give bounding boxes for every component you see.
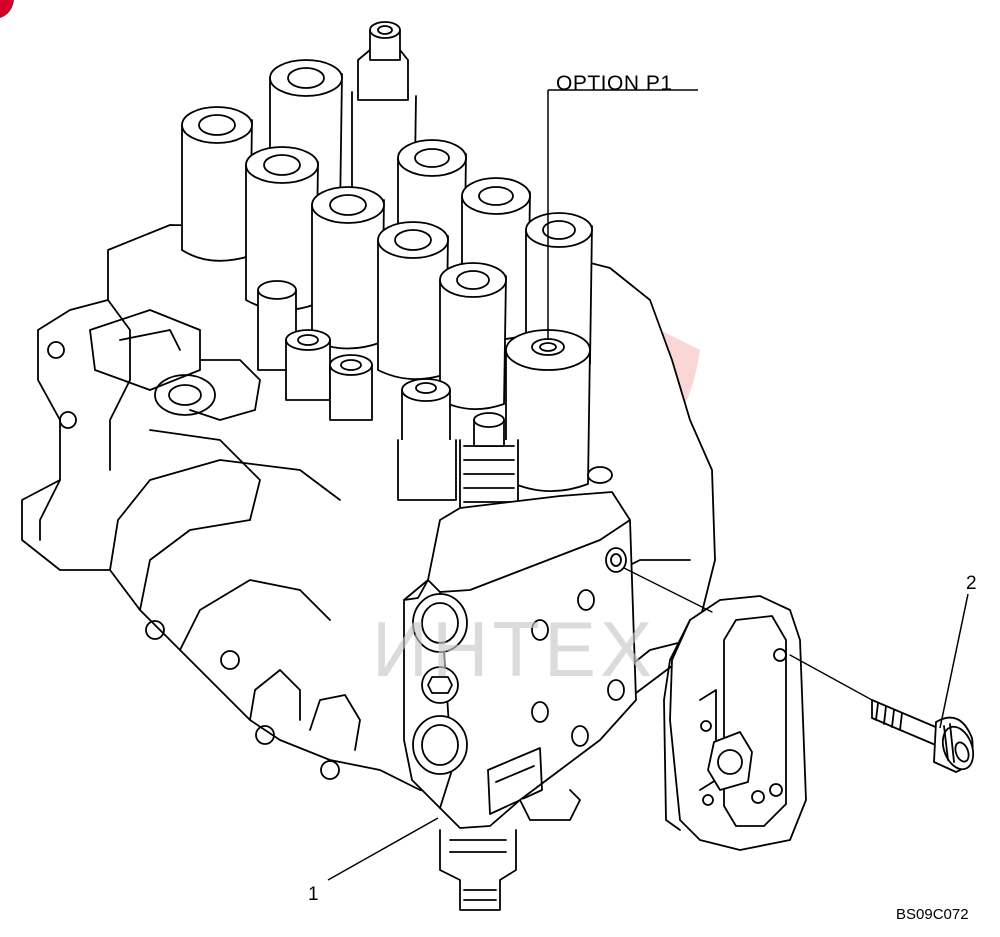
option-p1-label: OPTION P1 — [556, 72, 673, 95]
watermark-text: ИНТЕХ — [372, 605, 657, 693]
figure-code: BS09C072 — [896, 906, 969, 923]
callout-1-number: 1 — [308, 884, 319, 905]
callout-2-number: 2 — [966, 573, 977, 594]
corner-mark — [0, 0, 14, 18]
leader-lines — [327, 89, 969, 881]
option-section-part-1 — [403, 466, 637, 911]
callout-1-leader — [327, 817, 439, 881]
callout-2-leader — [939, 593, 969, 729]
assembly-lines — [623, 567, 873, 701]
bolt-part-2 — [871, 699, 975, 773]
cover-plate — [663, 595, 807, 851]
